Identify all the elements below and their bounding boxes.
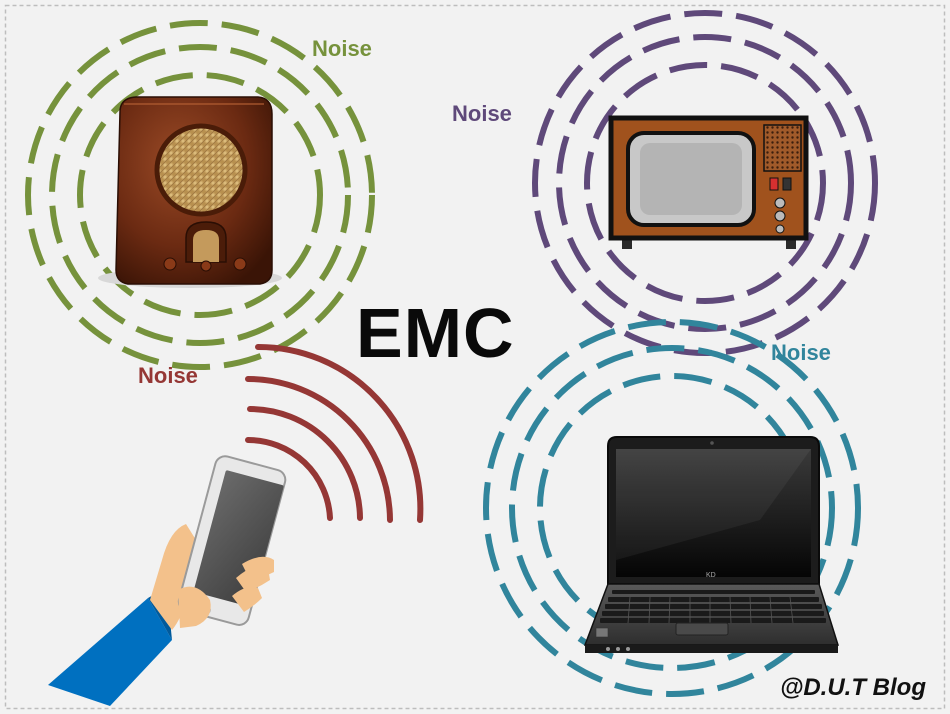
hand-holding-smartphone-icon (48, 455, 287, 706)
radio-noise-label: Noise (312, 36, 372, 61)
phone-noise-label: Noise (138, 363, 198, 388)
laptop-icon (583, 436, 840, 653)
laptop-brand-logo: KD (706, 572, 716, 579)
vintage-radio-icon (98, 96, 282, 288)
watermark: @D.U.T Blog (779, 674, 926, 701)
dashed-frame (4, 4, 946, 710)
laptop-noise-label: Noise (771, 340, 831, 365)
radio-noise-waves (25, 20, 375, 370)
phone-noise-waves (245, 343, 424, 523)
page-title: EMC (356, 294, 515, 372)
tv-noise-label: Noise (452, 101, 512, 126)
retro-television-icon (608, 115, 809, 249)
